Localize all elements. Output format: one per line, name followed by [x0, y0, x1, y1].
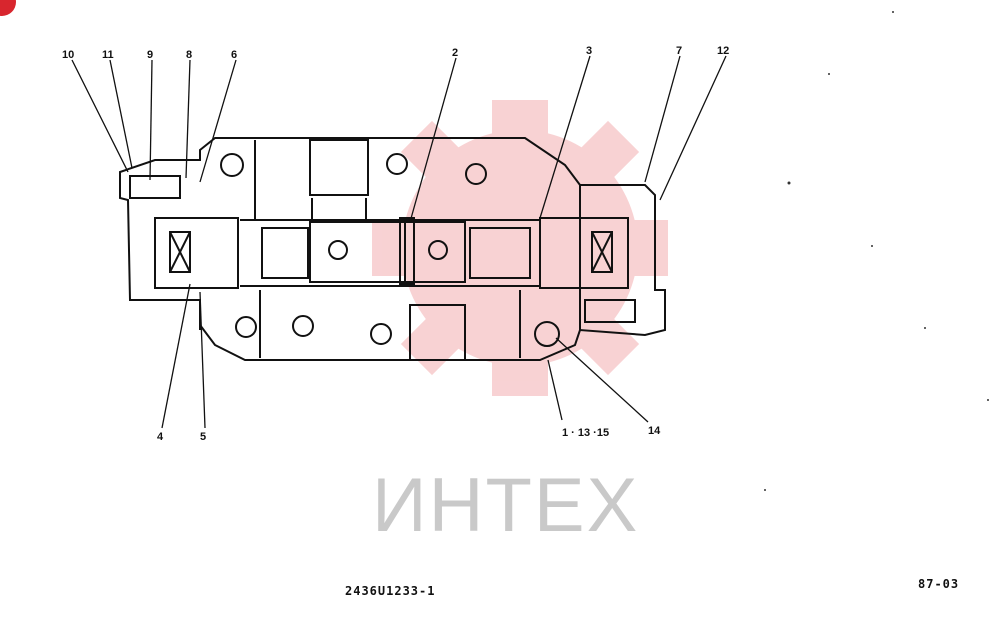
callout-7: 7	[676, 45, 682, 57]
callout-labels: 10 11 9 8 6 2 3 7 12 4 5 1 · 13 ·15 14	[62, 45, 729, 443]
callout-14: 14	[648, 425, 661, 437]
callout-2: 2	[452, 47, 458, 59]
callout-10: 10	[62, 49, 74, 61]
callout-12: 12	[717, 45, 729, 57]
scan-specks	[764, 11, 989, 491]
callout-9: 9	[147, 49, 153, 61]
valve-body	[119, 137, 666, 361]
page-code: 87-03	[918, 577, 960, 591]
callout-11: 11	[102, 49, 114, 61]
callout-4: 4	[157, 431, 164, 443]
callout-3: 3	[586, 45, 592, 57]
callout-1-13-15: 1 · 13 ·15	[562, 427, 609, 439]
watermark-text: ИНТЕХ	[372, 463, 640, 548]
callout-5: 5	[200, 431, 206, 443]
callout-8: 8	[186, 49, 192, 61]
callout-6: 6	[231, 49, 237, 61]
leader-lines	[71, 55, 727, 429]
drawing-number: 2436U1233-1	[345, 584, 436, 598]
